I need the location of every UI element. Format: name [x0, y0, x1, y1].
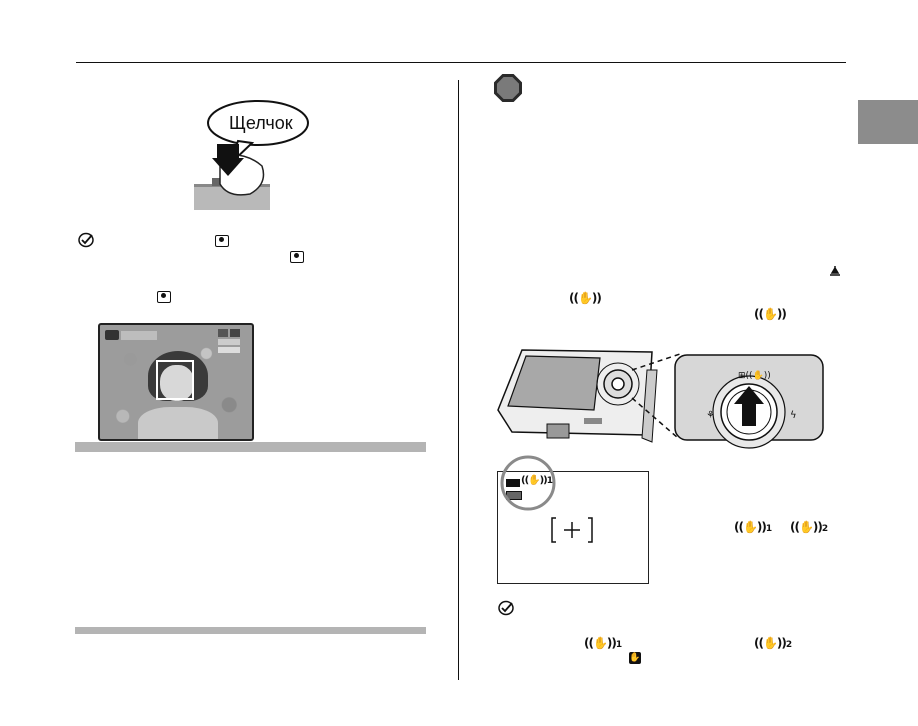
face [160, 365, 194, 401]
stabilization-lcd-preview: ((✋))1 [497, 471, 649, 584]
pencil-check-icon [498, 600, 514, 616]
shake-warning-icon: ✋ [629, 652, 641, 664]
column-divider [458, 80, 459, 680]
eye-mode-icon [105, 330, 119, 340]
pencil-check-icon [78, 232, 94, 248]
chapter-tab [858, 100, 918, 144]
hand-shake-icon: ((✋))1 [521, 475, 553, 486]
portrait-mode-icon [830, 266, 840, 276]
shutter-press-illustration [194, 100, 309, 210]
face-detection-frame [156, 360, 194, 400]
click-callout-text: Щелчок [229, 113, 293, 133]
hand-shake-icon: ((✋))2 [790, 520, 828, 534]
header-rule [76, 62, 846, 63]
face-frame-icon [290, 251, 304, 263]
stabilization-mode-1-sub: 1 [546, 476, 553, 486]
hand-shake-icon: ((✋)) [569, 291, 602, 305]
mode-label-bar [121, 331, 157, 340]
hexagon-icon [494, 74, 522, 102]
face-frame-icon [215, 235, 229, 247]
status-indicator [218, 339, 240, 345]
section-bar-bottom [75, 627, 426, 634]
face-frame-icon [157, 291, 171, 303]
stabilization-mode-2-sub: 2 [785, 640, 792, 650]
svg-text:⚘: ⚘ [706, 410, 715, 421]
svg-text:ϟ: ϟ [790, 410, 797, 421]
auto-mode-icon [506, 479, 520, 487]
svg-text:⊞((✋)): ⊞((✋)) [738, 369, 771, 381]
stabilization-mode-1-sub: 1 [765, 524, 772, 534]
camera-illustration: ⊞((✋)) ⚘ ϟ [497, 349, 824, 449]
hand-shake-icon: ((✋))1 [734, 520, 772, 534]
af-frame-icon [551, 517, 593, 543]
section-bar-top [75, 442, 426, 452]
stabilization-mode-2-sub: 2 [821, 524, 828, 534]
status-indicator [230, 329, 240, 337]
highlight-circle [500, 455, 556, 511]
hand-shake-icon: ((✋)) [754, 307, 787, 321]
status-indicator [218, 329, 228, 337]
shoulders [138, 407, 218, 439]
hand-shake-icon: ((✋))2 [754, 636, 792, 650]
status-indicator [218, 347, 240, 353]
stabilization-mode-1-sub: 1 [615, 640, 622, 650]
hand-shake-icon: ((✋))1 [584, 636, 622, 650]
face-detection-preview [98, 323, 254, 441]
